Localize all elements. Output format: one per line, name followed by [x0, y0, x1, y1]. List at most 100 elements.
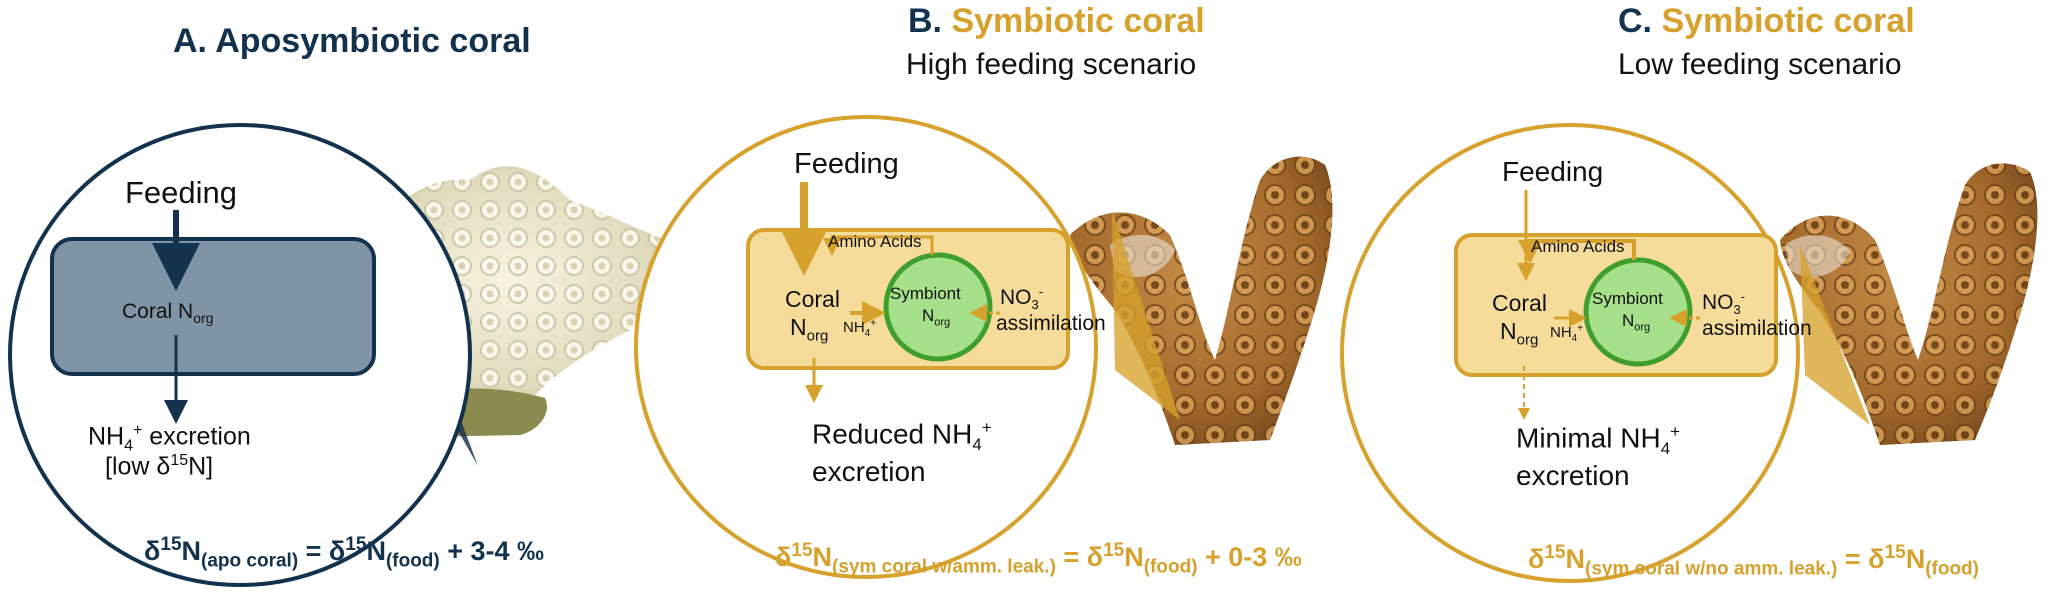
symbiont-circle-b [883, 252, 993, 362]
panel-a-excretion-label: NH4+ excretion [88, 422, 251, 455]
eq-sub2: (food) [385, 550, 440, 572]
eq-tail: + 3-4 ‰ [439, 536, 545, 566]
coral-text: Coral N [122, 300, 194, 323]
nh4-sup: + [981, 418, 992, 437]
panel-c-graphics [1340, 123, 2038, 583]
org-sub: org [193, 310, 214, 327]
nh-text: NH [88, 422, 125, 451]
magnifier-cone-c [1800, 245, 1870, 425]
org-sub: org [1634, 321, 1651, 334]
eq-sub2: (food) [1925, 558, 1979, 580]
panel-c-no3-label: NO3- [1702, 289, 1745, 317]
amino-acid-arrow-c [1518, 239, 1636, 264]
panel-c-amino-label: Amino Acids [1531, 237, 1625, 256]
panel-b-symbiont-label: Symbiont [890, 284, 961, 303]
panel-b-feeding-label: Feeding [794, 148, 899, 180]
no3-sub: 3 [1031, 297, 1039, 313]
panel-c-coral-label: Coral [1492, 290, 1547, 316]
eq-n1: N [181, 536, 202, 566]
eq-sup1: 15 [1544, 542, 1566, 563]
excretion-text: excretion [142, 422, 251, 451]
n-text: N [1622, 311, 1635, 330]
magnifier-cone-b [1112, 210, 1180, 420]
delta-sup: 15 [170, 452, 189, 469]
panel-b-title-text: Symbiotic coral [951, 2, 1205, 40]
eq-sub2: (food) [1143, 556, 1198, 578]
nh4-sup: + [870, 318, 877, 329]
panel-b-assimilation-label: assimilation [996, 312, 1106, 335]
eq-sup2: 15 [1103, 540, 1125, 561]
no3-sub: 3 [1733, 302, 1741, 318]
org-sub: org [806, 327, 829, 345]
nh-text: NH [843, 319, 865, 336]
nh4-sup: + [1670, 422, 1681, 441]
panel-c-minimal-label: Minimal NH4+ [1516, 422, 1680, 459]
panel-a-graphics [8, 123, 696, 587]
eq-delta: δ [144, 536, 161, 566]
panel-c-norg-label: Norg [1500, 318, 1538, 349]
nh4-sup: + [1577, 323, 1584, 334]
panel-a-equation: δ15N(apo coral) = δ15N(food) + 3-4 ‰ [144, 534, 544, 572]
n-text: N [790, 314, 807, 340]
panel-b-symbiont-norg: Norg [922, 306, 950, 328]
n-text: N [922, 306, 935, 325]
eq-sub1: (sym coral w/amm. leak.) [832, 556, 1056, 578]
nh4-sub: 4 [1571, 333, 1578, 344]
eq-n1: N [1565, 544, 1586, 574]
nh4-sub: 4 [1660, 438, 1671, 458]
panel-b-subtitle: High feeding scenario [906, 48, 1197, 81]
panel-c-title-text: Symbiotic coral [1661, 2, 1915, 40]
no3-sup: - [1038, 284, 1044, 299]
low-delta-text: [low δ [105, 452, 171, 481]
nh4-sub: 4 [124, 437, 134, 455]
panel-a-title-text: Aposymbiotic coral [215, 22, 531, 60]
eq-sub1: (apo coral) [201, 550, 299, 572]
panel-c-symbiont-norg: Norg [1622, 311, 1650, 333]
panel-b-reduced-label: Reduced NH4+ [812, 418, 992, 455]
eq-mid: = δ [1837, 544, 1885, 574]
eq-tail: + 0-3 ‰ [1197, 542, 1302, 572]
minimal-text: Minimal NH [1516, 422, 1661, 454]
org-sub: org [934, 316, 951, 329]
eq-delta: δ [775, 542, 792, 572]
eq-n2: N [1124, 542, 1144, 572]
eq-n1: N [812, 542, 833, 572]
eq-mid: = δ [298, 536, 346, 566]
eq-sub1: (sym coral w/no amm. leak.) [1585, 558, 1838, 580]
eq-sup2: 15 [345, 534, 367, 555]
panel-a-title: A. Aposymbiotic coral [173, 22, 531, 61]
panel-b-graphics [634, 115, 1333, 579]
panel-c-equation: δ15N(sym coral w/no amm. leak.) = δ15N(f… [1528, 542, 1979, 580]
eq-mid: = δ [1055, 542, 1104, 572]
symbiotic-coral-image-b [1070, 156, 1333, 445]
nh4-sub: 4 [864, 328, 871, 339]
n-text: N [1500, 318, 1517, 344]
panel-c-letter: C. [1618, 2, 1652, 40]
panel-a-low-delta-label: [low δ15N] [105, 452, 213, 481]
eq-sup1: 15 [791, 540, 813, 561]
panel-c-symbiont-label: Symbiont [1592, 289, 1663, 308]
no3-sup: - [1740, 289, 1746, 304]
coral-box [50, 237, 376, 376]
eq-n2: N [1905, 544, 1926, 574]
panel-b-amino-label: Amino Acids [828, 232, 922, 251]
panel-b-equation: δ15N(sym coral w/amm. leak.) = δ15N(food… [775, 540, 1302, 578]
nh4-sup: + [133, 422, 143, 439]
panel-b-norg-label: Norg [790, 314, 828, 345]
nh-text: NH [1550, 324, 1572, 341]
panel-b-letter: B. [908, 2, 942, 40]
n-close-text: N] [188, 452, 214, 481]
panel-b-no3-label: NO3- [1000, 284, 1043, 312]
panel-c-nh4-label: NH4+ [1550, 323, 1583, 344]
panel-b-nh4-label: NH4+ [843, 318, 876, 339]
panel-c-assimilation-label: assimilation [1702, 317, 1812, 340]
panel-b-excretion-label: excretion [812, 456, 926, 487]
eq-delta: δ [1528, 544, 1545, 574]
org-sub: org [1516, 331, 1539, 349]
nh4-sub: 4 [972, 434, 982, 454]
reduced-text: Reduced NH [812, 418, 973, 450]
panel-a-coral-label: Coral Norg [122, 300, 213, 326]
symbiotic-coral-image-c [1780, 163, 2038, 445]
amino-acid-arrow-b [823, 235, 934, 256]
